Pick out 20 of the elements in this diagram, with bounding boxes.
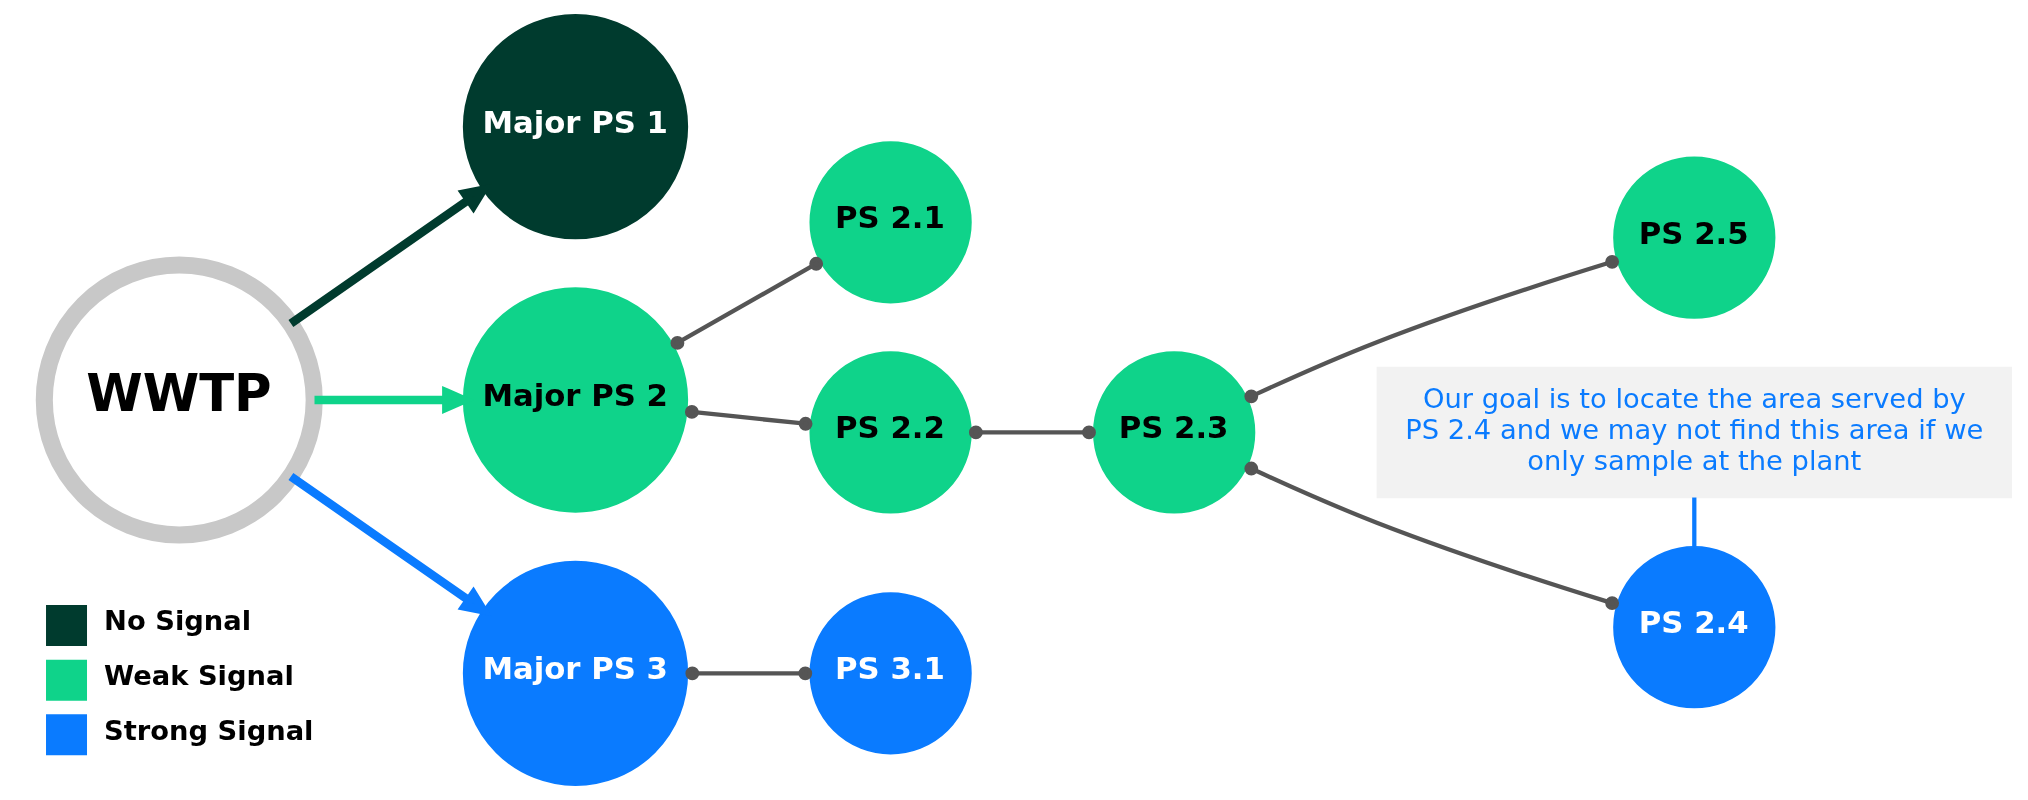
node-circle: PS 3.1 <box>808 592 972 755</box>
legend-label: Weak Signal <box>103 659 294 691</box>
node-circle: PS 2.2 <box>808 351 972 514</box>
connector <box>1243 461 1619 610</box>
node-circle: PS 2.4 <box>1612 546 1775 709</box>
legend-label: Strong Signal <box>103 714 313 746</box>
legend-label: No Signal <box>103 605 251 637</box>
node-circle: Major PS 2 <box>462 287 688 513</box>
connector <box>684 666 812 681</box>
node-circle: PS 2.5 <box>1612 156 1775 319</box>
connector <box>1243 254 1619 404</box>
connector <box>684 405 812 431</box>
node-circle: Major PS 3 <box>462 560 688 786</box>
node-box: Our goal is to locate the area served by PS 2.4 and we may not find this area if we only sample at the plant <box>1376 366 2012 499</box>
node-circle: Major PS 1 <box>462 14 688 240</box>
connector <box>1691 497 1696 547</box>
connector <box>670 256 823 350</box>
connector <box>968 425 1096 440</box>
node-circle: WWTP <box>35 256 323 544</box>
node-circle: PS 2.3 <box>1092 351 1255 514</box>
